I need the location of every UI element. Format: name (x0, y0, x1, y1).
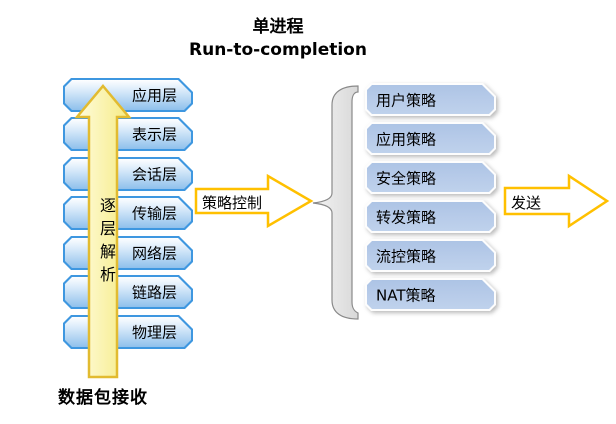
osi-layer-label: 表示层 (131, 125, 177, 144)
policy-box-application: 应用策略 (365, 122, 496, 155)
box-fill (367, 280, 494, 309)
policy-control-label: 策略控制 (202, 194, 263, 212)
policy-label: 用户策略 (376, 91, 437, 109)
box-fill (367, 202, 494, 231)
box-fill (65, 159, 191, 189)
osi-layer-box-physical: 物理层 (63, 315, 193, 349)
box-fill (65, 238, 191, 268)
box-fill (65, 119, 191, 149)
policy-box-nat: NAT策略 (365, 278, 496, 311)
osi-layer-label: 链路层 (131, 283, 177, 302)
box-fill (367, 163, 494, 192)
osi-layer-box-transport: 传输层 (63, 196, 193, 230)
box-fill (367, 241, 494, 270)
osi-layer-label: 网络层 (131, 244, 177, 263)
osi-layer-label: 应用层 (131, 86, 177, 105)
osi-layer-box-link: 链路层 (63, 275, 193, 309)
box-fill (65, 317, 191, 347)
title-line2: Run-to-completion (189, 40, 367, 60)
send-arrow-icon: 发送 (501, 173, 611, 229)
send-label: 发送 (511, 194, 542, 212)
policy-box-security: 安全策略 (365, 161, 496, 194)
osi-layer-label: 会话层 (131, 165, 177, 184)
box-fill (65, 198, 191, 228)
box-fill (65, 277, 191, 307)
policy-box-forwarding: 转发策略 (365, 200, 496, 233)
policy-control-arrow-icon: 策略控制 (194, 173, 314, 229)
policy-label: 安全策略 (376, 169, 437, 187)
left-brace-icon (308, 82, 360, 322)
policy-label: 应用策略 (376, 130, 437, 148)
policy-label: 转发策略 (376, 208, 437, 226)
osi-layer-box-network: 网络层 (63, 236, 193, 270)
parse-by-layer-label: 逐层解析 (97, 197, 116, 289)
policy-box-flow-control: 流控策略 (365, 239, 496, 272)
osi-layer-label: 传输层 (131, 204, 177, 223)
osi-layer-box-presentation: 表示层 (63, 117, 193, 151)
policy-label: 流控策略 (376, 247, 437, 265)
up-arrow-icon (68, 84, 138, 380)
diagram-title: 单进程 Run-to-completion (158, 16, 398, 62)
title-line1: 单进程 (252, 17, 304, 37)
packet-receive-label: 数据包接收 (58, 388, 148, 408)
box-fill (367, 124, 494, 153)
box-fill (367, 85, 494, 114)
policy-box-user: 用户策略 (365, 83, 496, 116)
osi-layer-label: 物理层 (131, 323, 177, 342)
policy-label: NAT策略 (376, 286, 436, 304)
osi-layer-box-session: 会话层 (63, 157, 193, 191)
